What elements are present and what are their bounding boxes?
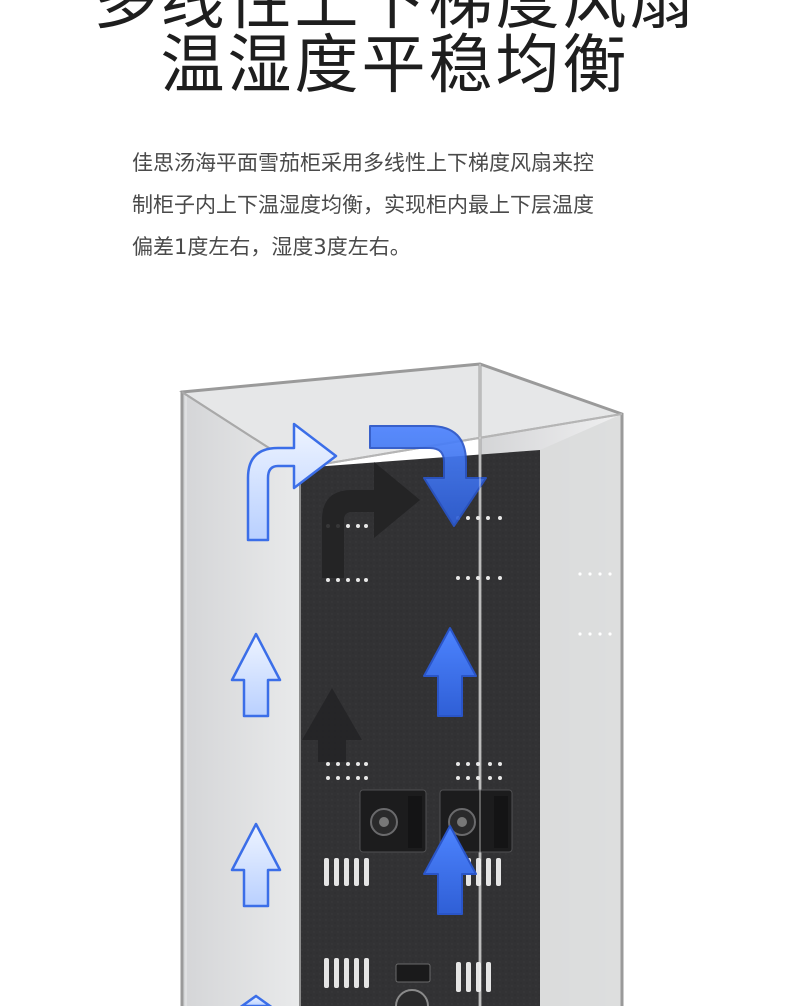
glass-left-side [182,392,300,1006]
airflow-up-arrow-icon [423,627,477,717]
airflow-up-arrow-icon [230,822,282,908]
vent-dots [326,516,612,780]
description: 佳思汤海平面雪茄柜采用多线性上下梯度风扇来控 制柜子内上下温湿度均衡，实现柜内最… [132,142,672,268]
description-line-1: 佳思汤海平面雪茄柜采用多线性上下梯度风扇来控 [132,151,594,175]
headline-line-2: 温湿度平稳均衡 [160,29,630,103]
airflow-bent-arrow-icon [369,425,487,527]
vent-slot-icon [324,858,501,992]
bottom-connector [395,963,431,983]
airflow-up-arrow-icon [239,994,273,1006]
interior-right-wall [540,414,622,1006]
airflow-bent-arrow-icon [246,422,338,542]
airflow-bent-arrow-icon [322,462,420,578]
airflow-up-arrow-icon [423,825,477,915]
airflow-up-arrow-icon [302,688,362,762]
description-line-3: 偏差1度左右，湿度3度左右。 [132,235,411,259]
headline-line-1: 多线性上下梯度风扇 [93,0,697,39]
description-line-2: 制柜子内上下温湿度均衡，实现柜内最上下层温度 [132,193,594,217]
fan-icon [359,789,427,853]
fan-icon [395,989,429,1006]
fan-icon [439,789,513,853]
airflow-up-arrow-icon [230,632,282,718]
